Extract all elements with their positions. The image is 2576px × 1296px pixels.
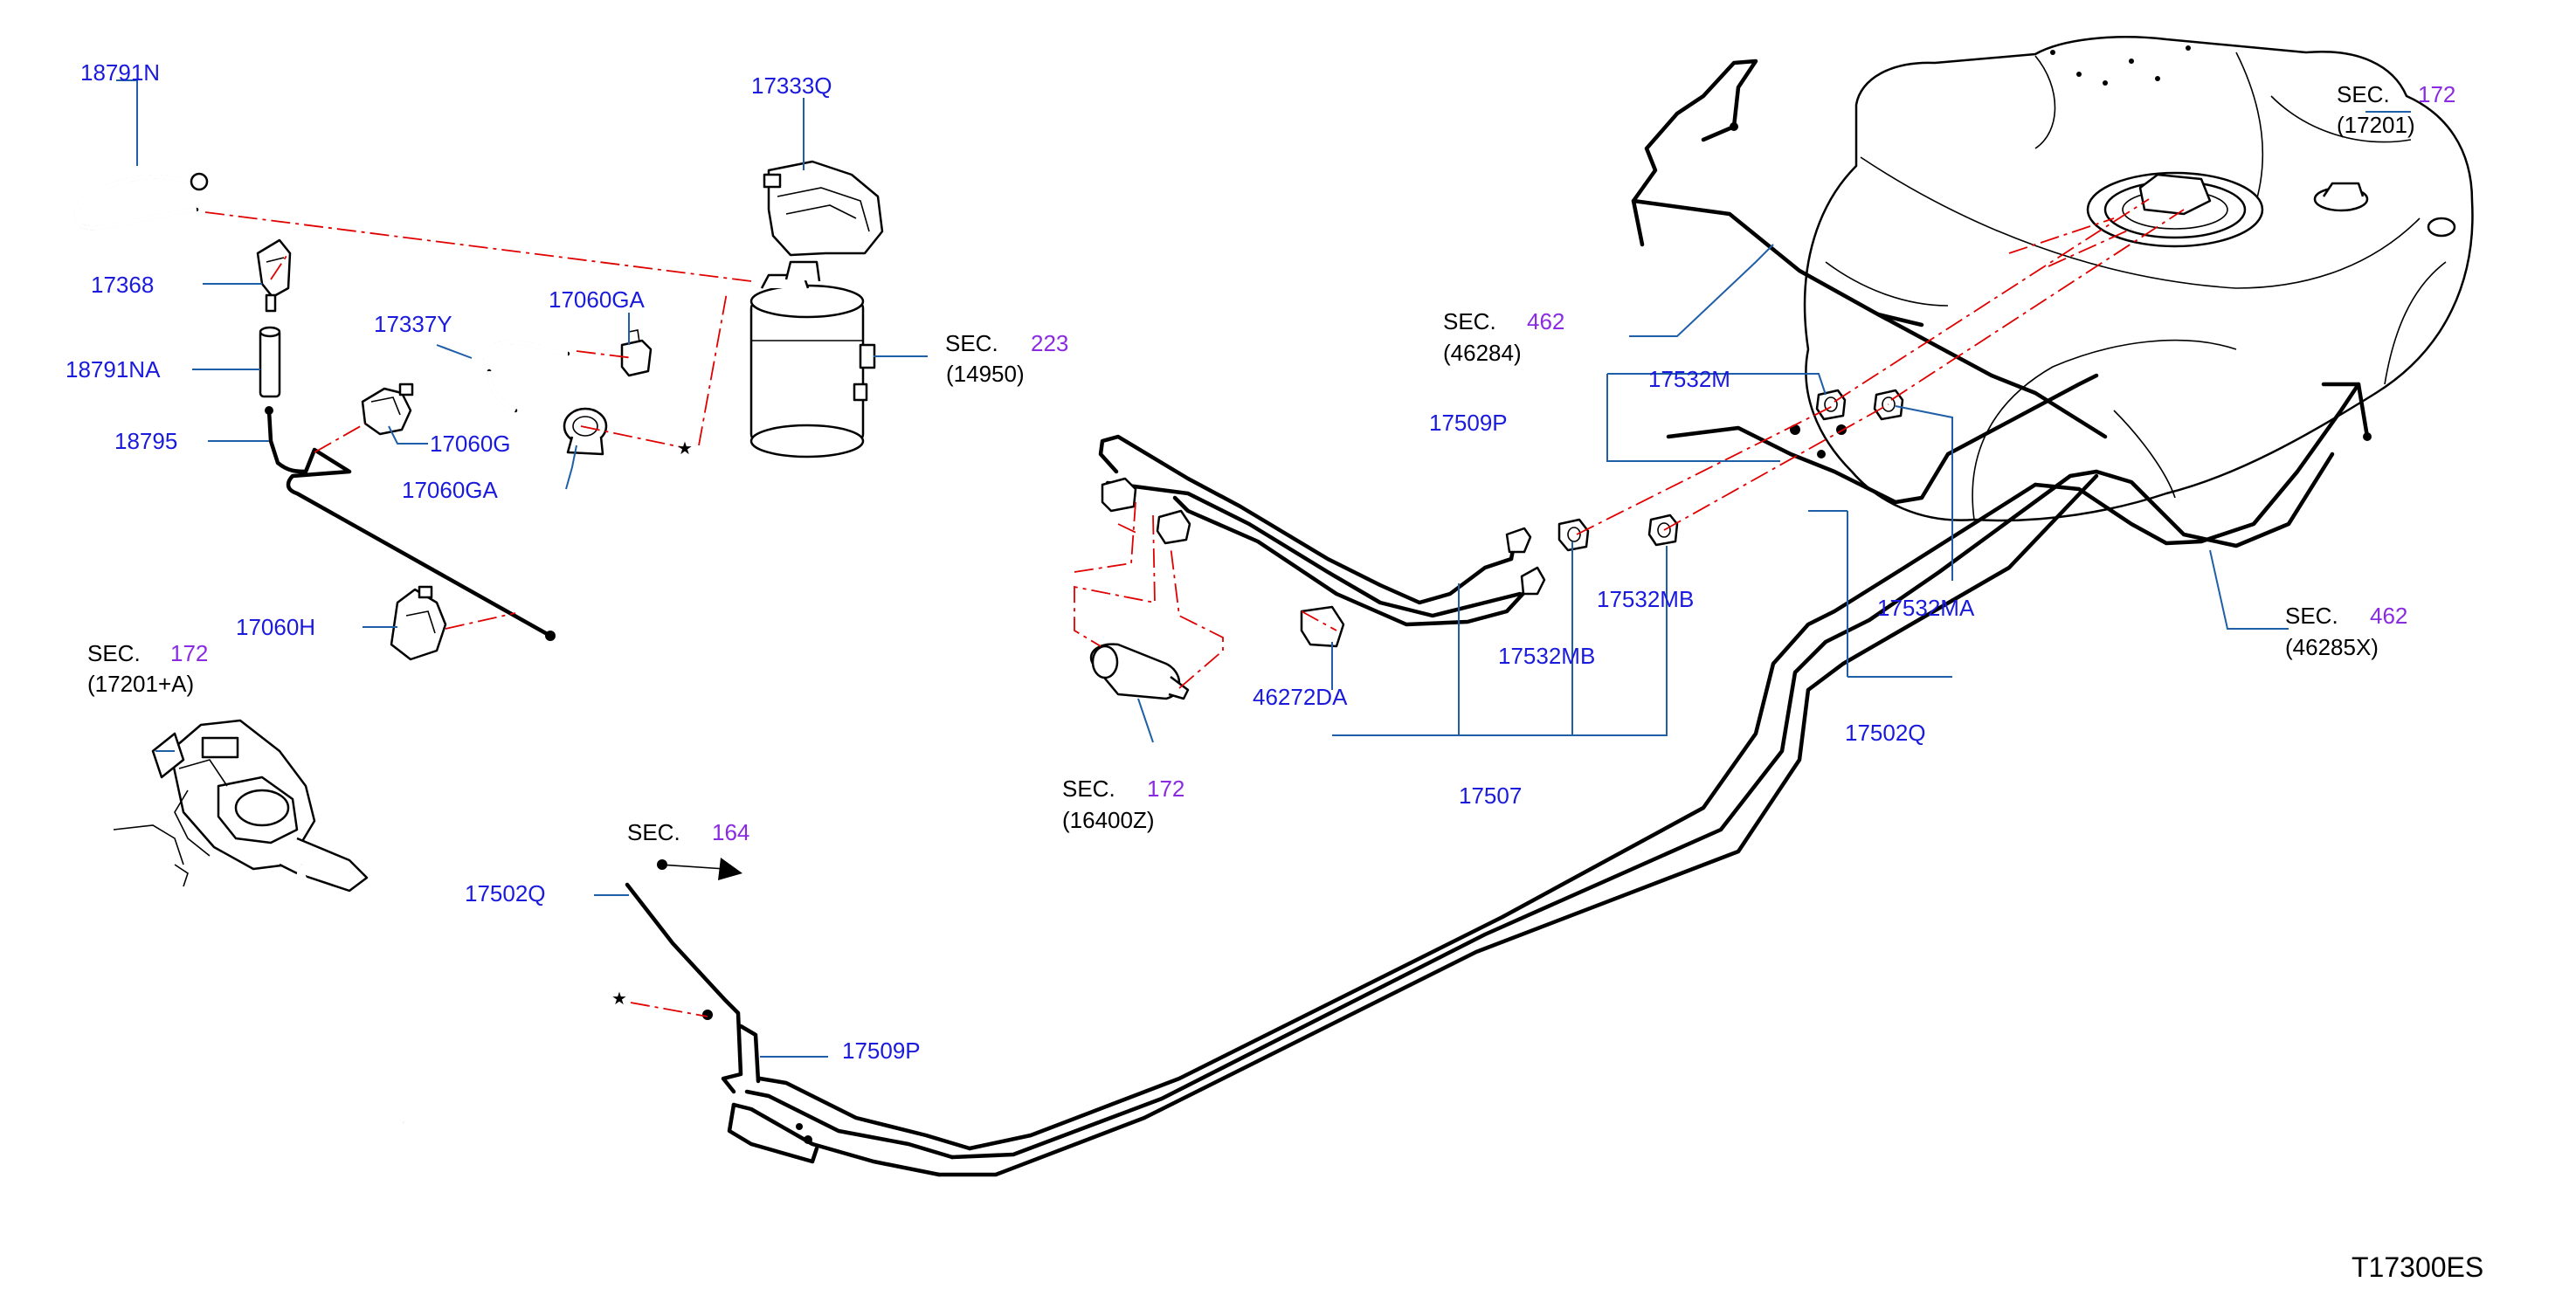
main-fuel-lines bbox=[727, 59, 2372, 1177]
sec-172-pump-label: SEC. bbox=[87, 640, 141, 666]
label-17060g: 17060G bbox=[430, 431, 511, 457]
clip-17060h bbox=[390, 585, 447, 661]
sec-172-pump-num: 172 bbox=[170, 640, 208, 666]
label-46272da: 46272DA bbox=[1253, 684, 1348, 710]
tube-17507 bbox=[1098, 434, 1546, 648]
clip-17060g bbox=[361, 383, 414, 436]
label-17337y: 17337Y bbox=[374, 311, 452, 337]
fuel-filter bbox=[1089, 643, 1190, 700]
part-labels: 18791N 17368 18791NA 18795 17060G 17060G… bbox=[66, 59, 1975, 1064]
label-18795: 18795 bbox=[114, 428, 177, 454]
sec-223-num: 223 bbox=[1031, 330, 1068, 356]
section-labels: SEC. 223 (14950) SEC. 172 (17201) SEC. 4… bbox=[87, 81, 2455, 845]
label-17509p-bottom: 17509P bbox=[842, 1037, 921, 1064]
fuel-tank bbox=[1803, 36, 2474, 522]
fuel-pump-module bbox=[113, 719, 405, 1125]
label-17060ga-top: 17060GA bbox=[549, 286, 646, 313]
connector-17532mb-a bbox=[1557, 518, 1590, 552]
sec-172-tank-ref: (17201) bbox=[2337, 112, 2415, 138]
alignment-dash-lines bbox=[204, 198, 2185, 1017]
label-17532m: 17532M bbox=[1648, 366, 1730, 392]
label-17368: 17368 bbox=[91, 272, 154, 298]
sec-172-pump-ref: (17201+A) bbox=[87, 671, 194, 697]
sec-164-num: 164 bbox=[712, 819, 749, 845]
hose-18791na bbox=[259, 326, 281, 398]
sec-172-filter-ref: (16400Z) bbox=[1062, 807, 1155, 833]
label-17507: 17507 bbox=[1459, 782, 1522, 809]
label-17060h: 17060H bbox=[236, 614, 315, 640]
label-17502q-right: 17502Q bbox=[1845, 720, 1926, 746]
label-17532ma: 17532MA bbox=[1877, 595, 1975, 621]
clamp-17060ga-bottom bbox=[563, 407, 608, 456]
evap-canister bbox=[749, 260, 876, 458]
sec-172-tank-num: 172 bbox=[2418, 81, 2455, 107]
sec-462a-label: SEC. bbox=[1443, 308, 1496, 334]
canister-bracket bbox=[763, 160, 884, 257]
diagram-code: T17300ES bbox=[2352, 1251, 2483, 1283]
connector-17532m bbox=[1815, 389, 1847, 421]
sec-462a-num: 462 bbox=[1527, 308, 1564, 334]
sec-462b-ref: (46285X) bbox=[2285, 634, 2379, 660]
tube-18795 bbox=[266, 408, 553, 638]
sec-164-label: SEC. bbox=[627, 819, 680, 845]
star-marker-top: ★ bbox=[677, 439, 693, 458]
label-17532mb-b: 17532MB bbox=[1597, 586, 1694, 612]
line-17502q-left bbox=[625, 858, 761, 1094]
sec-223-label: SEC. bbox=[945, 330, 998, 356]
sec-223-ref: (14950) bbox=[946, 361, 1025, 387]
sec-172-filter-label: SEC. bbox=[1062, 776, 1115, 802]
sec-172-filter-num: 172 bbox=[1147, 776, 1184, 802]
sec-172-tank-label: SEC. bbox=[2337, 81, 2390, 107]
sec-462a-ref: (46284) bbox=[1443, 340, 1522, 366]
label-17333q: 17333Q bbox=[751, 72, 832, 99]
leader-lines bbox=[116, 79, 2411, 1058]
connector-17532mb-b bbox=[1647, 514, 1679, 547]
label-17532mb-a: 17532MB bbox=[1498, 643, 1595, 669]
label-17509p-top: 17509P bbox=[1429, 410, 1508, 436]
hose-18791n bbox=[73, 172, 209, 231]
clip-17060ga-top bbox=[620, 329, 653, 377]
hose-17337y bbox=[483, 340, 570, 413]
label-18791na: 18791NA bbox=[66, 356, 161, 383]
sec-462b-num: 462 bbox=[2370, 603, 2407, 629]
label-18791n: 18791N bbox=[80, 59, 160, 86]
star-marker-bottom: ★ bbox=[611, 989, 627, 1009]
sec-462b-label: SEC. bbox=[2285, 603, 2338, 629]
label-17502q-left: 17502Q bbox=[465, 880, 546, 907]
label-17060ga-bottom: 17060GA bbox=[402, 477, 499, 503]
